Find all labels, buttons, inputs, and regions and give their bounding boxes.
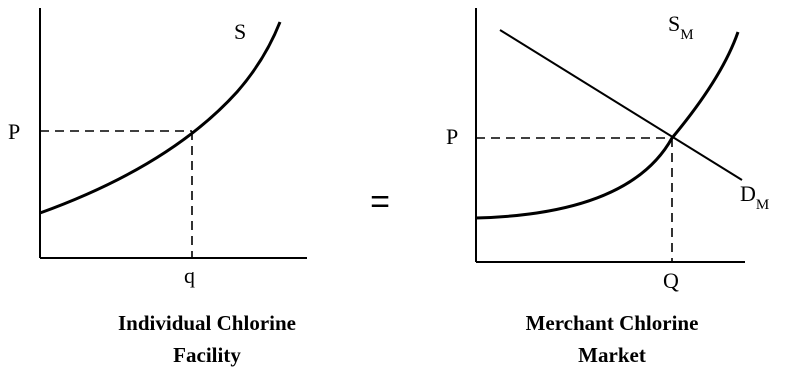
merchant-market-graph: SM P DM Q Merchant Chlorine Market — [446, 8, 769, 367]
right-price-label: P — [446, 124, 458, 149]
right-quantity-label: Q — [663, 268, 679, 293]
right-supply-label: SM — [668, 11, 694, 43]
right-caption-line1: Merchant Chlorine — [526, 311, 699, 335]
right-demand-curve — [499, 29, 743, 181]
right-caption-line2: Market — [578, 343, 646, 367]
left-quantity-label: q — [184, 263, 195, 288]
left-price-label: P — [8, 119, 20, 144]
right-supply-curve — [475, 31, 740, 220]
left-caption-line1: Individual Chlorine — [118, 311, 296, 335]
left-supply-label: S — [234, 19, 246, 44]
right-demand-label: DM — [740, 181, 769, 213]
individual-facility-graph: S P q Individual Chlorine Facility — [8, 8, 307, 367]
left-supply-curve — [39, 21, 282, 215]
left-caption-line2: Facility — [173, 343, 241, 367]
equals-sign: = — [370, 183, 390, 221]
